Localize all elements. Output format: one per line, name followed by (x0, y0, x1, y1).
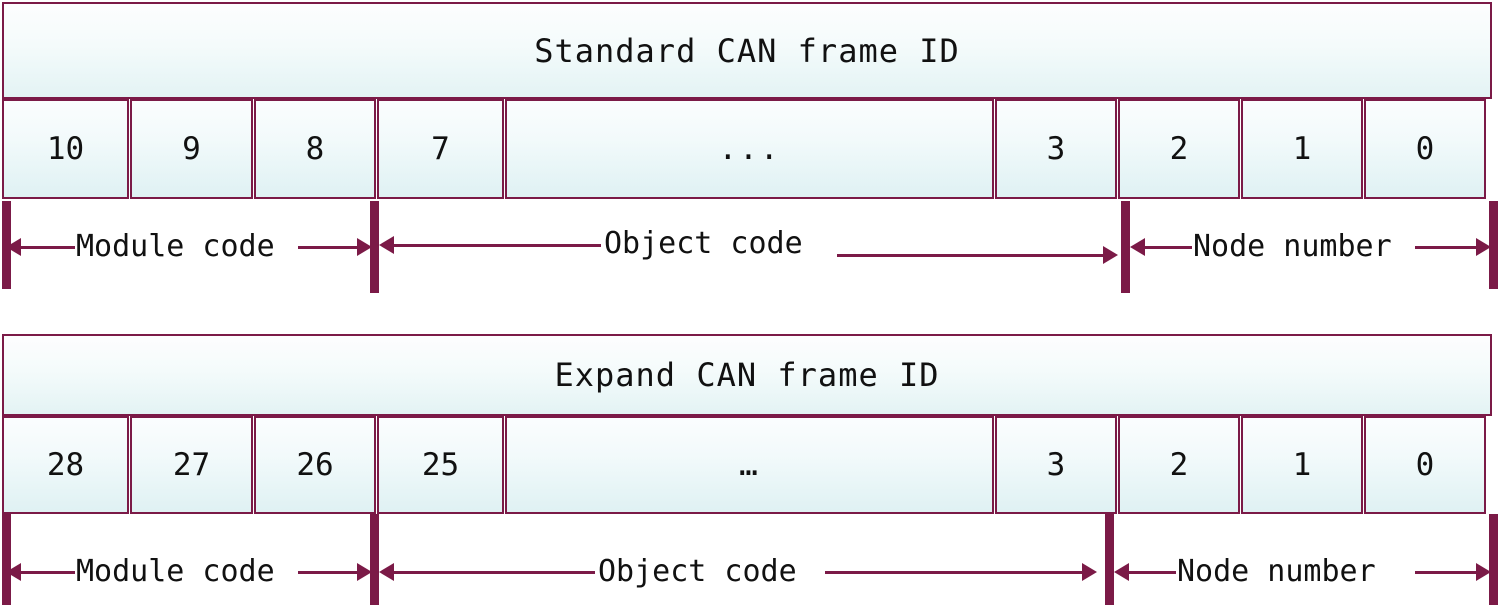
tick-mark-module-end (370, 514, 379, 605)
bit-cell-3[interactable]: 3 (995, 416, 1117, 514)
bit-cell-ellipsis[interactable]: ... (505, 99, 994, 199)
span-object-code: Object code (379, 552, 1105, 592)
bit-cell-2[interactable]: 2 (1118, 416, 1240, 514)
bit-cell-label: 2 (1169, 447, 1189, 483)
bit-cell-label: 2 (1169, 131, 1189, 167)
bit-cell-label: 25 (421, 447, 460, 483)
bit-cell-label: 3 (1046, 131, 1066, 167)
tick-mark-object-end (1105, 514, 1114, 605)
standard-frame-header: Standard CAN frame ID (2, 2, 1492, 99)
span-label-node-number: Node number (1177, 554, 1376, 589)
bit-cell-label: 28 (46, 447, 85, 483)
bit-cell-label: ... (718, 131, 781, 167)
span-label-object-code: Object code (598, 554, 797, 589)
bit-cell-label: 3 (1046, 447, 1066, 483)
bit-cell-label: … (739, 447, 760, 483)
standard-bit-row: 10 9 8 7 ... 3 2 1 0 (2, 99, 1492, 199)
span-label-module-code: Module code (76, 554, 275, 589)
bit-cell-26[interactable]: 26 (254, 416, 376, 514)
bit-cell-label: 7 (431, 131, 450, 167)
bit-cell-label: 1 (1292, 447, 1312, 483)
standard-can-frame-diagram: Standard CAN frame ID 10 9 8 7 ... 3 2 1… (0, 0, 1500, 300)
tick-mark-right (1489, 201, 1498, 289)
bit-cell-1[interactable]: 1 (1241, 416, 1363, 514)
expand-can-frame-diagram: Expand CAN frame ID 28 27 26 25 … 3 2 1 … (0, 332, 1500, 605)
bit-cell-9[interactable]: 9 (130, 99, 253, 199)
bit-cell-7[interactable]: 7 (377, 99, 504, 199)
bit-cell-1[interactable]: 1 (1241, 99, 1363, 199)
span-node-number: Node number (1130, 227, 1492, 267)
bit-cell-27[interactable]: 27 (130, 416, 253, 514)
bit-cell-label: 8 (305, 131, 325, 167)
bit-cell-label: 9 (182, 131, 201, 167)
expand-span-band: Module code Object code Node number (0, 510, 1500, 605)
tick-mark-object-end (1121, 201, 1130, 293)
bit-cell-0[interactable]: 0 (1364, 416, 1486, 514)
expand-bit-row: 28 27 26 25 … 3 2 1 0 (2, 416, 1492, 514)
span-label-module-code: Module code (76, 229, 275, 264)
bit-cell-label: 26 (296, 447, 334, 483)
expand-frame-title: Expand CAN frame ID (554, 356, 940, 394)
bit-cell-label: 10 (46, 131, 85, 167)
bit-cell-label: 0 (1415, 131, 1435, 167)
span-module-code: Module code (6, 552, 372, 592)
tick-mark-left (2, 514, 11, 605)
bit-cell-ellipsis[interactable]: … (505, 416, 994, 514)
bit-cell-10[interactable]: 10 (2, 99, 129, 199)
span-object-code: Object code (379, 225, 1121, 273)
bit-cell-label: 1 (1292, 131, 1312, 167)
bit-cell-label: 27 (172, 447, 211, 483)
span-node-number: Node number (1114, 552, 1492, 592)
bit-cell-25[interactable]: 25 (377, 416, 504, 514)
span-module-code: Module code (6, 227, 372, 267)
bit-cell-3[interactable]: 3 (995, 99, 1117, 199)
tick-mark-right (1489, 514, 1498, 605)
bit-cell-28[interactable]: 28 (2, 416, 129, 514)
standard-span-band: Module code Object code Node number (0, 199, 1500, 294)
span-label-node-number: Node number (1193, 229, 1392, 264)
tick-mark-module-end (370, 201, 379, 293)
bit-cell-2[interactable]: 2 (1118, 99, 1240, 199)
bit-cell-0[interactable]: 0 (1364, 99, 1486, 199)
span-label-object-code: Object code (604, 226, 803, 261)
standard-frame-title: Standard CAN frame ID (534, 31, 960, 70)
bit-cell-8[interactable]: 8 (254, 99, 376, 199)
bit-cell-label: 0 (1415, 447, 1435, 483)
expand-frame-header: Expand CAN frame ID (2, 334, 1492, 416)
